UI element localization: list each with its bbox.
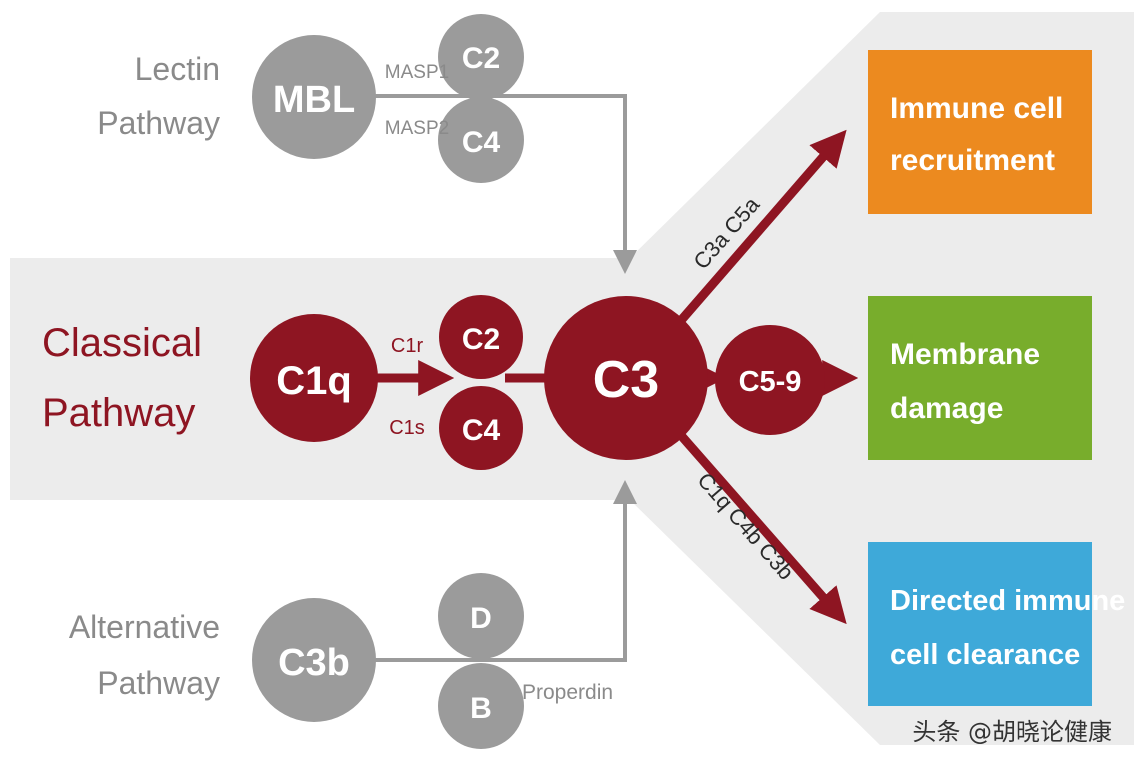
d-node: [438, 573, 524, 659]
b-label: B: [470, 692, 492, 725]
recruitment-box: [868, 50, 1092, 214]
recruitment-line1: Immune cell: [890, 92, 1063, 125]
membrane-box: [868, 296, 1092, 460]
mbl-node: [252, 35, 376, 159]
membrane-line1: Membrane: [890, 338, 1040, 371]
lectin-c4-label: C4: [462, 126, 501, 159]
d-label: D: [470, 602, 492, 635]
lectin-c4-node: [438, 97, 524, 183]
lectin-c2-node: [438, 14, 524, 100]
classical-c2-node: [439, 295, 523, 379]
masp1-label: MASP1: [385, 62, 449, 83]
c59-node: [715, 325, 825, 435]
mbl-label: MBL: [273, 79, 355, 121]
c3-to-clearance-arrow: [660, 413, 847, 625]
classical-c4-label: C4: [462, 414, 501, 447]
lectin-connector-line: [375, 94, 637, 274]
c59-label: C5-9: [739, 366, 802, 398]
c1r-label: C1r: [391, 335, 424, 357]
clearance-box: [868, 542, 1092, 706]
classical-c2-label: C2: [462, 323, 500, 356]
masp2-label: MASP2: [385, 118, 449, 139]
c3b-node: [252, 598, 376, 722]
lectin-c2-label: C2: [462, 42, 500, 75]
c1s-label: C1s: [389, 417, 425, 439]
clearance-line1: Directed immune: [890, 585, 1125, 617]
c3-to-recruitment-arrow: [660, 129, 847, 343]
lectin-label-line1: Lectin: [135, 51, 220, 87]
c1q-node: [250, 314, 378, 442]
properdin-label: Properdin: [522, 681, 613, 704]
c3b-label: C3b: [278, 642, 350, 684]
lectin-label-line2: Pathway: [97, 105, 220, 141]
alternative-label-line2: Pathway: [97, 665, 220, 701]
watermark: 头条 @胡晓论健康: [912, 718, 1112, 746]
alternative-label-line1: Alternative: [69, 609, 220, 645]
classical-label-line2: Pathway: [42, 391, 195, 435]
c3-label: C3: [593, 351, 659, 409]
membrane-line2: damage: [890, 392, 1003, 425]
classical-label-line1: Classical: [42, 321, 202, 365]
classical-c4-node: [439, 386, 523, 470]
clearance-line2: cell clearance: [890, 639, 1080, 671]
alternative-connector-line: [375, 480, 637, 662]
c1q-label: C1q: [276, 359, 352, 403]
b-node: [438, 663, 524, 749]
c3-node: [544, 296, 708, 460]
recruitment-line2: recruitment: [890, 144, 1055, 177]
